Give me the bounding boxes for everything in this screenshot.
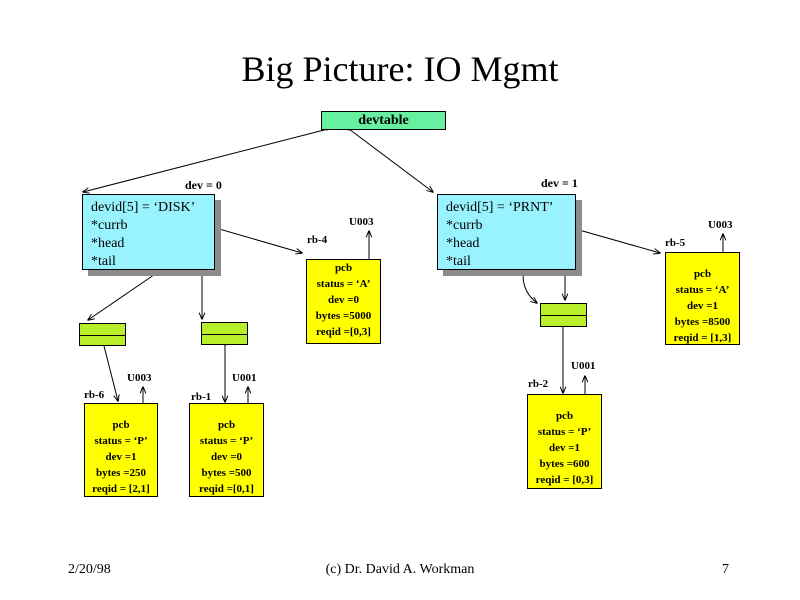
rb5-user: U003 xyxy=(708,219,733,231)
rb6-user: U003 xyxy=(127,372,152,384)
rb1-label: rb-1 xyxy=(191,391,212,403)
rb1-pcb: pcb xyxy=(217,419,236,431)
dev0-tail: *tail xyxy=(91,254,116,269)
rb2-block: pcb status = ‘P’ dev =1 bytes =600 reqid… xyxy=(527,394,602,489)
rb6-dev: dev =1 xyxy=(105,451,137,463)
rb4-block: pcb status = ‘A’ dev =0 bytes =5000 reqi… xyxy=(306,259,381,344)
queue-node-2 xyxy=(201,322,248,345)
rb4-status: status = ‘A’ xyxy=(316,278,371,290)
rb5-bytes: bytes =8500 xyxy=(674,316,731,328)
rb4-dev: dev =0 xyxy=(327,294,360,306)
rb1-dev: dev =0 xyxy=(210,451,243,463)
rb5-block: pcb status = ‘A’ dev =1 bytes =8500 reqi… xyxy=(665,252,740,345)
rb5-reqid: reqid = [1,3] xyxy=(673,332,732,344)
dev0-devid: devid[5] = ‘DISK’ xyxy=(91,200,196,215)
footer-author: (c) Dr. David A. Workman xyxy=(325,562,475,577)
rb2-status: status = ‘P’ xyxy=(537,426,592,438)
device-disk-block: devid[5] = ‘DISK’ *currb *head *tail xyxy=(82,194,215,270)
device-prnt-block: devid[5] = ‘PRNT’ *currb *head *tail xyxy=(437,194,576,270)
devtable-to-prnt-arrow xyxy=(348,128,433,192)
rb4-pcb: pcb xyxy=(334,262,353,274)
rb2-reqid: reqid = [0,3] xyxy=(535,474,594,486)
rb2-bytes: bytes =600 xyxy=(539,458,590,470)
slide-title: Big Picture: IO Mgmt xyxy=(241,49,559,89)
rb1-bytes: bytes =500 xyxy=(201,467,252,479)
rb2-label: rb-2 xyxy=(528,378,549,390)
rb5-label: rb-5 xyxy=(665,237,686,249)
rb5-pcb: pcb xyxy=(693,268,712,280)
dev1-tail: *tail xyxy=(446,254,471,269)
rb4-reqid: reqid =[0,3] xyxy=(316,326,371,338)
rb4-user: U003 xyxy=(349,216,374,228)
rb6-bytes: bytes =250 xyxy=(96,467,146,479)
rb2-pcb: pcb xyxy=(555,410,574,422)
queue-node-1 xyxy=(79,323,126,346)
rb5-dev: dev =1 xyxy=(686,300,719,312)
rb1-status: status = ‘P’ xyxy=(199,435,254,447)
queue-node-3 xyxy=(540,303,587,327)
dev0-currb: *currb xyxy=(91,218,128,233)
dev1-devid: devid[5] = ‘PRNT’ xyxy=(446,200,554,215)
rb1-user: U001 xyxy=(232,372,257,384)
rb4-bytes: bytes =5000 xyxy=(315,310,372,322)
devtable-box: devtable xyxy=(321,111,446,130)
rb2-dev: dev =1 xyxy=(548,442,581,454)
page-number: 7 xyxy=(722,562,729,577)
dev1-head: *head xyxy=(446,236,480,251)
rb6-pcb: pcb xyxy=(112,419,130,431)
rb6-status: status = ‘P’ xyxy=(94,435,148,447)
rb4-label: rb-4 xyxy=(307,234,328,246)
rb2-user: U001 xyxy=(571,360,596,372)
rb6-label: rb-6 xyxy=(84,389,105,401)
rb6-block: pcb status = ‘P’ dev =1 bytes =250 reqid… xyxy=(84,403,158,497)
dev0-label: dev = 0 xyxy=(185,178,222,192)
dev1-label: dev = 1 xyxy=(541,176,578,190)
dev1-currb: *currb xyxy=(446,218,483,233)
rb6-reqid: reqid = [2,1] xyxy=(92,483,150,495)
queue1-to-rb6-arrow xyxy=(102,341,118,401)
dev0-head: *head xyxy=(91,236,125,251)
rb1-block: pcb status = ‘P’ dev =0 bytes =500 reqid… xyxy=(189,403,264,497)
devtable-to-disk-arrow xyxy=(83,128,329,192)
rb1-reqid: reqid =[0,1] xyxy=(199,483,254,495)
rb5-status: status = ‘A’ xyxy=(675,284,730,296)
footer-date: 2/20/98 xyxy=(68,562,111,577)
devtable-label: devtable xyxy=(358,113,409,128)
